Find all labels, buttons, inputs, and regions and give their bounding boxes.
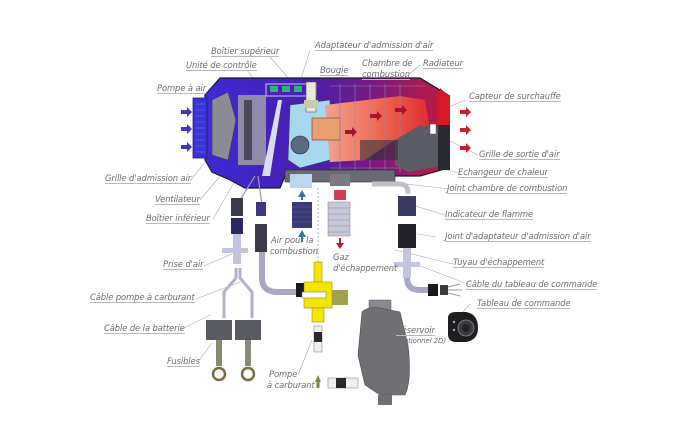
label-glow-plug: Bougie <box>320 65 349 76</box>
label-fuel-pump-1: Pompe <box>269 369 298 379</box>
label-fuel-pump-cable: Câble pompe à carburant <box>90 292 195 303</box>
label-overheat-sensor: Capteur de surchauffe <box>469 91 561 102</box>
label-fuses: Fusibles <box>167 356 200 367</box>
outlet-section <box>438 95 450 125</box>
exhaust-hose <box>327 190 351 249</box>
label-tank-1: Réservoir <box>396 325 435 336</box>
label-radiator: Radiateur <box>423 58 464 69</box>
fuel-pump <box>301 261 359 389</box>
label-air-intake-adapter: Adaptateur d'admission d'air <box>315 40 434 51</box>
air-outlet-arrows <box>460 107 471 153</box>
label-control-unit: Unité de contrôle <box>186 60 257 71</box>
label-air-outlet-grille: Grille de sortie d'air <box>479 149 560 160</box>
label-lower-housing: Boîtier inférieur <box>146 213 210 224</box>
control-panel <box>448 312 478 342</box>
fuse-holders <box>206 320 261 382</box>
glow-plug <box>305 81 317 113</box>
label-combustion-chamber-2: combustion <box>362 69 410 80</box>
left-connectors <box>222 198 314 318</box>
label-exhaust-gas-2: d'échappement <box>333 263 398 273</box>
label-battery-cable: Câble de la batterie <box>104 323 185 334</box>
overheat-sensor <box>429 123 437 135</box>
label-fan: Ventilateur <box>155 194 200 205</box>
right-connectors <box>372 181 462 297</box>
label-combustion-chamber-1: Chambre de <box>362 58 413 68</box>
label-fuel-pump-2: à carburant <box>267 380 315 390</box>
label-control-panel: Tableau de commande <box>477 298 571 309</box>
label-combustion-air-2: combustion <box>270 246 318 256</box>
label-exhaust-gas-1: Gaz <box>333 252 349 262</box>
label-air-intake: Prise d'air <box>163 259 204 270</box>
air-intake-arrows <box>181 107 192 152</box>
label-heat-exchanger: Echangeur de chaleur <box>458 167 548 178</box>
label-air-pump: Pompe à air <box>157 83 207 94</box>
label-flame-indicator: Indicateur de flamme <box>445 209 534 220</box>
label-exhaust-pipe: Tuyau d'échappement <box>453 257 545 268</box>
heater-body <box>192 77 450 189</box>
fuel-tank <box>357 299 410 405</box>
label-combustion-chamber-seal: Joint chambre de combustion <box>447 183 568 194</box>
combustion-air-hose <box>292 190 312 242</box>
label-upper-housing: Boîtier supérieur <box>211 46 280 57</box>
label-tank-2: (optionnel 2D) <box>397 337 446 345</box>
label-control-panel-cable: Câble du tableau de commande <box>466 279 598 290</box>
label-air-intake-grille: Grille d'admission air <box>105 173 192 184</box>
label-combustion-air-1: Air pour la <box>271 235 314 245</box>
label-intake-adapter-seal: Joint d'adaptateur d'admission d'air <box>445 231 591 242</box>
fan <box>211 91 237 161</box>
